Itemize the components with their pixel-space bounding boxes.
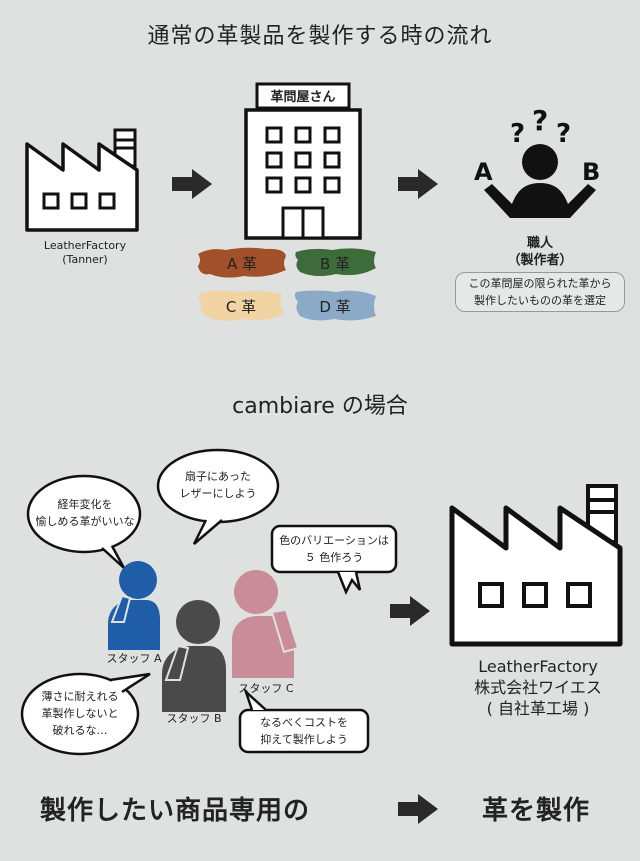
leather-swatch-d: D 革 [292, 288, 378, 324]
staff-c-icon [232, 570, 300, 678]
arrow-right-icon [172, 169, 212, 199]
arrow-right-icon [398, 169, 438, 199]
staff-a-icon [108, 561, 160, 650]
section-title: cambiare の場合 [232, 394, 408, 419]
bubble-1-line-2: 愉しめる革がいいな [35, 515, 135, 528]
bubble-5-line-2: 抑えて製作しよう [260, 733, 348, 746]
question-mark-right: ? [556, 119, 571, 149]
staff-a-label: スタッフ A [106, 652, 162, 665]
leather-swatch-c: C 革 [196, 288, 286, 324]
bubble-4-line-2: 革製作しないと [41, 707, 119, 720]
arrow-right-icon [398, 794, 438, 824]
note-line-1: この革問屋の限られた革から [468, 277, 612, 290]
choice-b-label: B [582, 158, 600, 186]
factory-top-icon [25, 128, 139, 232]
leather-label-b: B 革 [319, 254, 351, 273]
note-line-2: 製作したいものの革を選定 [474, 294, 606, 307]
bubble-1-line-1: 経年変化を [57, 498, 113, 511]
question-mark-left: ? [510, 119, 525, 149]
leather-label-d: D 革 [319, 297, 351, 316]
leather-swatch-a: A 革 [196, 246, 288, 280]
craftsman-note: この革問屋の限られた革から 製作したいものの革を選定 [455, 272, 625, 312]
factory-bottom-line-3: ( 自社革工場 ) [486, 699, 590, 718]
bubble-3: 色のバリエーションは ５ 色作ろう [272, 532, 396, 566]
leather-shop-building-icon [244, 82, 362, 240]
bubble-2-line-1: 扇子にあった [185, 470, 251, 483]
bubble-2-line-2: レザーにしよう [179, 487, 257, 500]
craftsman-icon: ? ? ? A B [474, 108, 600, 218]
leather-label-c: C 革 [225, 297, 257, 316]
bubble-1: 経年変化を 愉しめる革がいいな [30, 496, 140, 530]
bubble-3-line-1: 色のバリエーションは [279, 534, 389, 547]
staff-c-label: スタッフ C [238, 682, 294, 695]
bubble-5-line-1: なるべくコストを [260, 716, 348, 729]
bubble-4: 薄さに耐えれる 革製作しないと 破れるな… [24, 688, 136, 739]
footer-right-text: 革を製作 [482, 796, 591, 826]
leather-swatch-b: B 革 [292, 246, 378, 280]
bubble-3-line-2: ５ 色作ろう [304, 551, 364, 564]
staff-b-label: スタッフ B [166, 712, 222, 725]
bubble-5: なるべくコストを 抑えて製作しよう [240, 714, 368, 748]
factory-bottom-label: LeatherFactory 株式会社ワイエス ( 自社革工場 ) [448, 656, 628, 719]
factory-bottom-line-1: LeatherFactory [478, 657, 598, 676]
factory-bottom-icon [449, 484, 623, 647]
leather-label-a: A 革 [226, 254, 258, 273]
bubble-4-line-1: 薄さに耐えれる [41, 690, 119, 703]
question-mark-center: ? [532, 108, 548, 137]
arrow-right-icon [390, 596, 430, 626]
factory-bottom-line-2: 株式会社ワイエス [474, 678, 602, 697]
bubble-4-line-3: 破れるな… [52, 724, 108, 737]
craftsman-sub: （製作者） [507, 253, 573, 268]
footer-left-text: 製作したい商品専用の [40, 796, 311, 826]
staff-b-icon [162, 600, 226, 712]
factory-top-name: LeatherFactory [43, 239, 127, 252]
top-title: 通常の革製品を製作する時の流れ [147, 24, 493, 49]
choice-a-label: A [474, 158, 493, 186]
shop-sign: 革問屋さん [270, 90, 336, 105]
craftsman-title: 職人 [526, 236, 553, 251]
speech-bubbles-layer [20, 448, 398, 756]
factory-top-sub: (Tanner) [62, 253, 108, 266]
bubble-2: 扇子にあった レザーにしよう [158, 468, 278, 502]
